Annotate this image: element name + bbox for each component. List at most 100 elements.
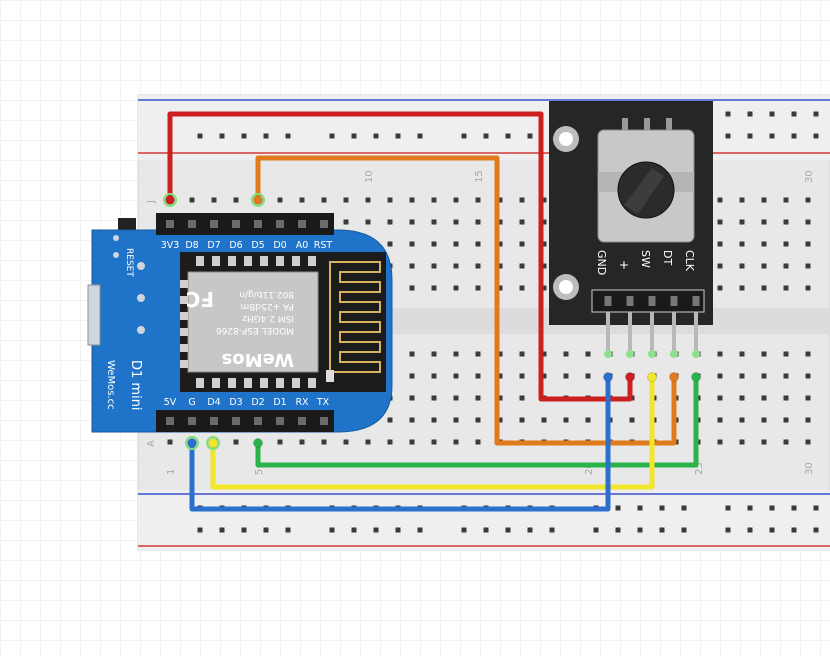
module-pad (276, 256, 284, 266)
rail-hole (725, 505, 731, 511)
column-numbers: 1 5 10 15 20 25 30 30 J A (146, 170, 815, 475)
module-pad (180, 280, 188, 288)
module-pad (308, 378, 316, 388)
pin-label-g: G (188, 397, 195, 408)
breadboard-hole (277, 197, 283, 203)
module-pad (180, 328, 188, 336)
breadboard-hole (409, 417, 415, 423)
breadboard-hole (299, 439, 305, 445)
usb-connector (87, 284, 101, 346)
breadboard-hole (585, 417, 591, 423)
breadboard-hole (805, 197, 811, 203)
breadboard-hole (717, 395, 723, 401)
module-pad (196, 256, 204, 266)
rail-hole (263, 133, 269, 139)
rail-hole (197, 527, 203, 533)
breadboard-hole (343, 197, 349, 203)
column-number-10-top: 10 (364, 170, 375, 183)
breadboard-hole (431, 241, 437, 247)
breadboard-hole (717, 285, 723, 291)
breadboard-hole (475, 285, 481, 291)
breadboard-hole (409, 263, 415, 269)
wire-d4-to-sw[interactable] (210, 377, 655, 490)
breadboard-hole (409, 285, 415, 291)
encoder-pin-header (591, 289, 705, 313)
module-power: PA +25dBm (240, 301, 294, 311)
encoder-pin (648, 296, 656, 306)
rail-hole (461, 527, 467, 533)
module-pad (228, 256, 236, 266)
breadboard-hole (497, 197, 503, 203)
breadboard-hole (739, 351, 745, 357)
column-number-30-bottom: 30 (804, 462, 815, 475)
breadboard-hole (431, 373, 437, 379)
reset-button-cap (118, 218, 136, 232)
bottom-power-rail (138, 490, 830, 550)
breadboard: 1 5 10 15 20 25 30 30 J A (137, 94, 830, 551)
wire-d5-to-clk[interactable] (255, 155, 677, 446)
rail-hole (769, 111, 775, 117)
breadboard-hole (761, 241, 767, 247)
encoder-leg (666, 118, 672, 132)
column-number-15-top: 15 (474, 170, 485, 183)
breadboard-hole (475, 373, 481, 379)
breadboard-hole (717, 263, 723, 269)
breadboard-hole (277, 439, 283, 445)
fc-logo: FC (186, 287, 214, 311)
breadboard-hole (321, 439, 327, 445)
wire-d2-to-dt[interactable] (255, 377, 699, 468)
breadboard-hole (167, 439, 173, 445)
pin-label-a0: A0 (296, 240, 309, 251)
column-number-1-bottom: 1 (166, 469, 177, 475)
wire-g-to-gnd[interactable] (189, 377, 611, 512)
breadboard-hole (519, 395, 525, 401)
breadboard-hole (453, 197, 459, 203)
pin-label-d6: D6 (229, 240, 242, 251)
breadboard-hole (717, 439, 723, 445)
breadboard-hole (717, 373, 723, 379)
rail-hole (285, 133, 291, 139)
breadboard-hole (387, 439, 393, 445)
breadboard-hole (541, 285, 547, 291)
rail-hole (417, 527, 423, 533)
header-pin (254, 220, 262, 228)
top-pin-labels: 3V3 D8 D7 D6 D5 D0 A0 RST (161, 240, 333, 251)
encoder-pin (692, 296, 700, 306)
header-pin (188, 417, 196, 425)
header-pin (232, 220, 240, 228)
pin-label-5v: 5V (164, 397, 177, 408)
breadboard-hole (541, 263, 547, 269)
pin-label-d5: D5 (251, 240, 264, 251)
breadboard-hole (541, 197, 547, 203)
rail-hole (197, 133, 203, 139)
breadboard-hole (783, 241, 789, 247)
pin-label-d2: D2 (251, 397, 264, 408)
wire-3v3-to-vcc[interactable] (167, 111, 633, 402)
rail-hole (637, 527, 643, 533)
module-pad (308, 256, 316, 266)
rail-hole (615, 527, 621, 533)
pin-label-rst: RST (314, 240, 333, 251)
breadboard-hole (475, 417, 481, 423)
breadboard-hole (453, 263, 459, 269)
breadboard-hole (783, 417, 789, 423)
module-pad (180, 360, 188, 368)
rail-hole (417, 133, 423, 139)
rail-hole (747, 505, 753, 511)
rail-hole (329, 527, 335, 533)
encoder-pins (604, 296, 700, 358)
breadboard-hole (761, 285, 767, 291)
encoder-pin-tip (604, 350, 612, 358)
breadboard-hole (585, 351, 591, 357)
wire-endpoint (187, 438, 197, 448)
pad (113, 235, 119, 241)
breadboard-hole (783, 373, 789, 379)
breadboard-hole (431, 197, 437, 203)
module-pad (212, 378, 220, 388)
pin-label-d4: D4 (207, 397, 220, 408)
breadboard-hole (761, 219, 767, 225)
breadboard-hole (783, 285, 789, 291)
reset-label: RESET (124, 248, 134, 277)
header-pin (320, 417, 328, 425)
breadboard-hole (497, 395, 503, 401)
